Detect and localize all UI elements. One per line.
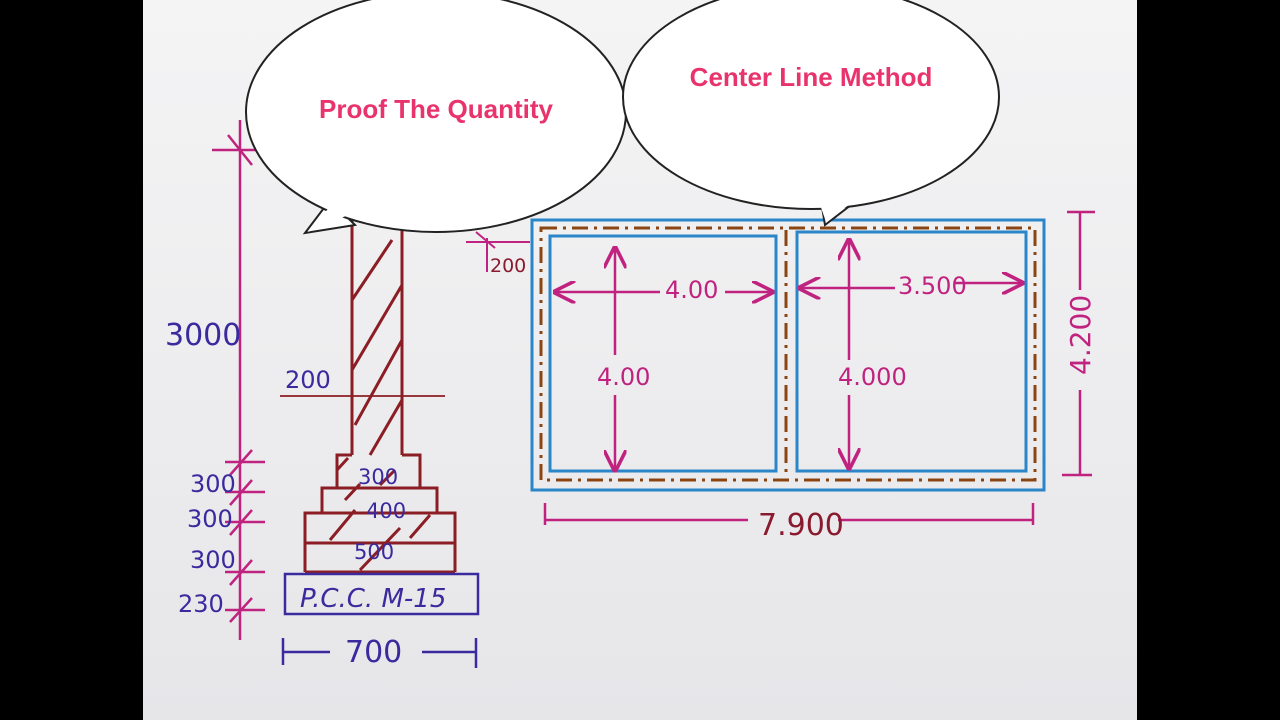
room-2: [795, 230, 1028, 473]
bubble-left-text: Proof The Quantity: [319, 94, 553, 124]
wall-height-label: 3000: [165, 318, 241, 353]
pcc-width-dimension: [281, 638, 478, 668]
room2-depth-label: 4.000: [838, 363, 907, 391]
height-dimension: [212, 120, 265, 640]
total-length-label: 7.900: [758, 508, 844, 543]
pcc-width-label: 700: [345, 635, 402, 670]
building-plan: 200 4.00 4.00 3.500 4.000 4.200: [466, 210, 1097, 543]
room2-width-label: 3.500: [898, 272, 967, 300]
wall-thickness-marker: [466, 231, 530, 272]
room1-width-label: 4.00: [665, 276, 718, 304]
wall-thickness-label: 200: [490, 255, 526, 277]
room-dimension-lines: [555, 240, 1022, 470]
total-length-dimension: [543, 503, 1035, 525]
wall-stem: [350, 215, 404, 456]
step-width-2: 400: [366, 499, 406, 523]
center-lines: [539, 226, 1037, 482]
step-height-3-label: 300: [190, 546, 236, 574]
total-depth-label: 4.200: [1064, 295, 1097, 375]
stepped-footing: [303, 453, 457, 574]
step-width-1: 300: [358, 465, 398, 489]
room1-depth-label: 4.00: [597, 363, 650, 391]
step-width-3: 500: [354, 540, 394, 564]
step-height-1-label: 300: [190, 470, 236, 498]
bubble-right-text: Center Line Method: [689, 62, 933, 92]
outer-wall: [530, 218, 1046, 492]
foundation-section: P.C.C. M-15 300 400 500 200 3000 300 300…: [165, 120, 480, 670]
step-height-2-label: 300: [187, 505, 233, 533]
pcc-height-label: 230: [178, 590, 224, 618]
room-1: [548, 234, 778, 473]
speech-bubble-right: [622, 0, 1000, 227]
wall-width-label: 200: [285, 366, 331, 394]
pcc-bed: [283, 572, 480, 616]
pcc-label: P.C.C. M-15: [300, 584, 446, 614]
total-depth-dimension: [1062, 210, 1095, 477]
